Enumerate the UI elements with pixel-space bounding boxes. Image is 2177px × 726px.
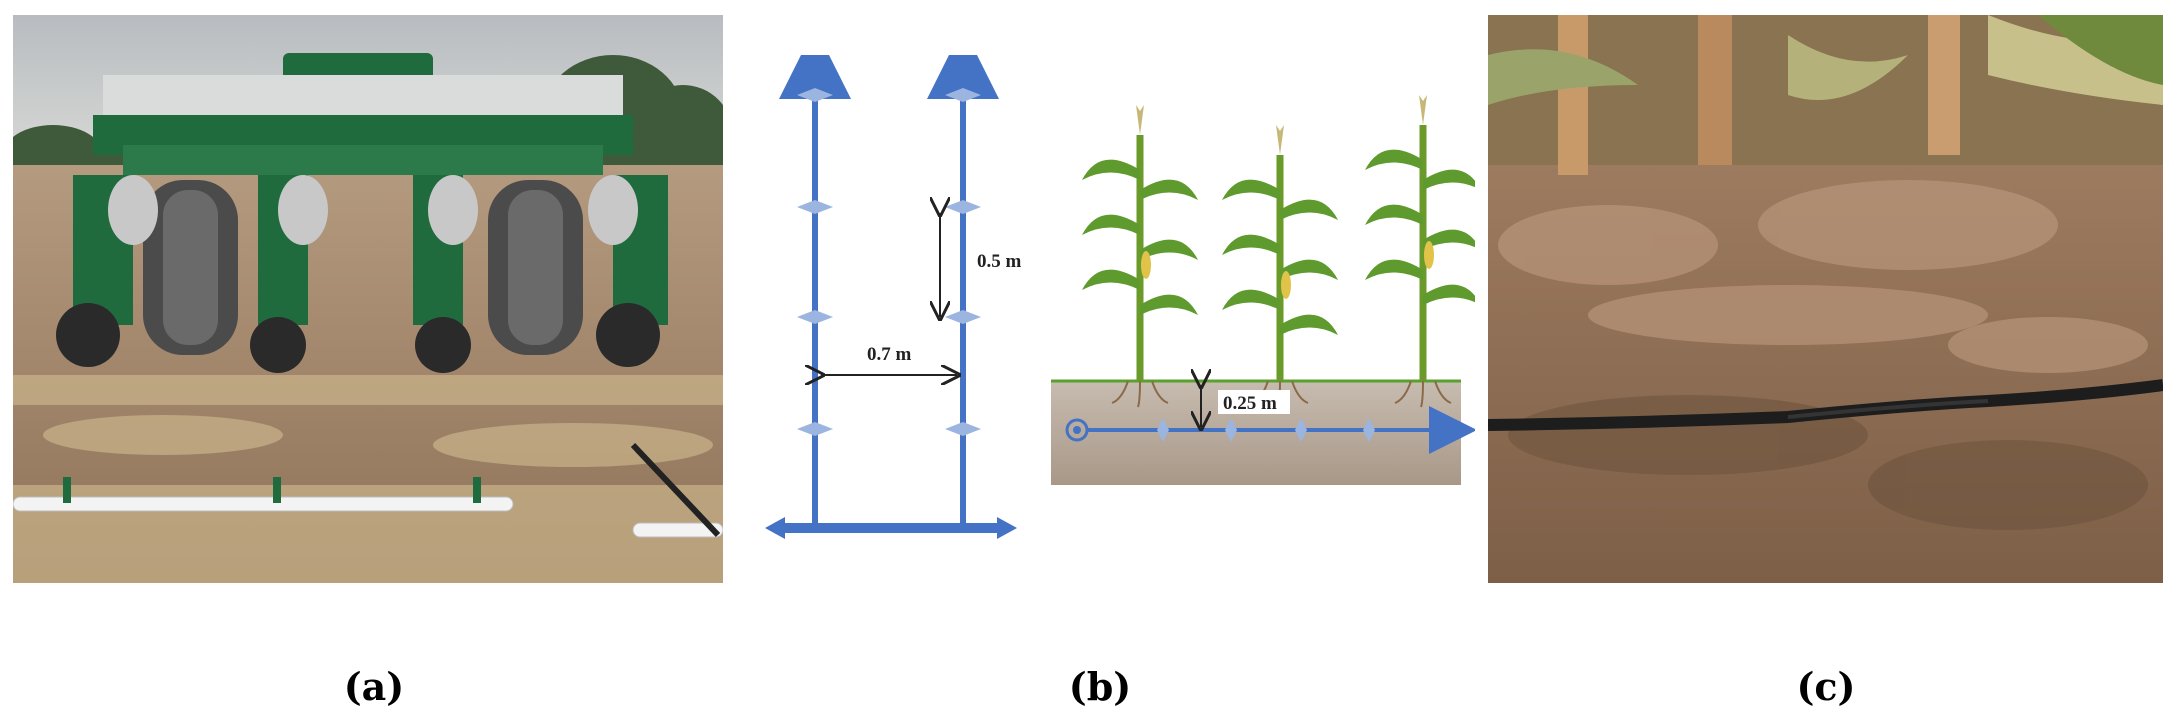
subsurface-emitters xyxy=(1157,418,1375,442)
emitter-marker xyxy=(1225,418,1237,442)
subsurface-drip-tape xyxy=(1065,406,1475,454)
depth-dimension: 0.25 m xyxy=(1201,385,1290,427)
emitter-marker xyxy=(1363,418,1375,442)
emitter-marker xyxy=(797,422,833,436)
caption-b: (b) xyxy=(1068,664,1132,709)
row-spacing-dimension: 0.7 m xyxy=(821,344,957,375)
header-pipe xyxy=(13,442,723,538)
emitter-marker xyxy=(945,200,981,214)
drip-layout-diagram: 0.5 m 0.7 m 0.25 m xyxy=(765,55,1475,539)
emitter-spacing-dimension: 0.5 m xyxy=(940,213,1022,317)
caption-c: (c) xyxy=(1796,664,1856,709)
emitter-marker xyxy=(797,200,833,214)
emitter-marker xyxy=(1295,418,1307,442)
maize-plant-icon xyxy=(1222,125,1338,408)
planter-machine xyxy=(56,53,668,373)
maize-plant-icon xyxy=(1082,105,1198,408)
row-spacing-label: 0.7 m xyxy=(867,344,912,365)
emitter-marker xyxy=(1157,418,1169,442)
emitter-spacing-label: 0.5 m xyxy=(977,251,1022,272)
maize-plant-icon xyxy=(1365,95,1475,408)
main-supply-line xyxy=(765,517,1017,539)
caption-a: (a) xyxy=(343,664,405,709)
depth-label: 0.25 m xyxy=(1223,393,1277,414)
corn-stalks xyxy=(1488,15,2163,175)
emitter-marker xyxy=(945,310,981,324)
soil-clods xyxy=(1498,180,2148,373)
emitter-marker xyxy=(797,88,833,102)
emitter-marker xyxy=(797,310,833,324)
photo-buried-drip-tape xyxy=(1488,15,2163,583)
emitters xyxy=(797,88,981,436)
maize-plants xyxy=(1082,95,1475,408)
emitter-marker xyxy=(945,422,981,436)
photo-planter xyxy=(13,15,723,583)
emitter-marker xyxy=(945,88,981,102)
